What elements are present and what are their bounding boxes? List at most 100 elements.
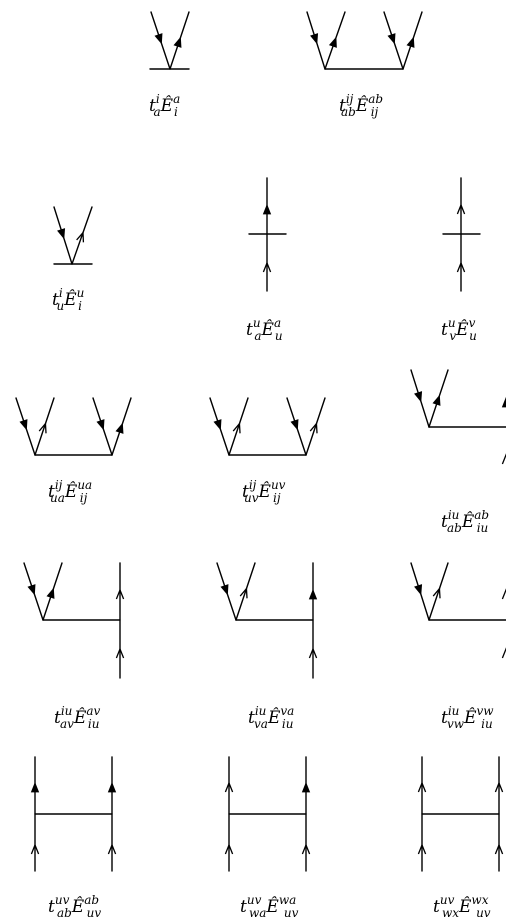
propagator-line — [305, 397, 326, 456]
diagram-t_vw_iu — [410, 562, 506, 659]
operator-sub: iu — [282, 717, 294, 731]
filled-arrow-head — [213, 419, 222, 431]
filled-arrow-head — [115, 422, 124, 434]
diagram-t_ua_ij — [15, 397, 132, 456]
amplitude-t: t — [441, 708, 448, 728]
amplitude-t: t — [441, 512, 448, 532]
amplitude-sub: ua — [50, 491, 65, 505]
amplitude-t: t — [248, 708, 255, 728]
operator-E: Ê — [458, 896, 472, 917]
amplitude-t: t — [48, 897, 55, 917]
amplitude-sup: ij — [249, 478, 257, 492]
amplitude-sup: ij — [55, 478, 63, 492]
diagram-t_va_iu — [216, 562, 318, 679]
open-arrow-head — [432, 586, 441, 599]
amplitude-t: t — [52, 290, 59, 310]
open-arrow-head — [309, 421, 318, 434]
operator-E: Ê — [461, 511, 475, 532]
diagram-t_u_i — [53, 206, 93, 265]
filled-arrow-head — [19, 419, 28, 431]
open-arrow-head — [224, 781, 234, 793]
diagram-t_wx_uv — [417, 756, 504, 872]
filled-arrow-head — [30, 781, 40, 793]
open-arrow-head — [501, 588, 506, 600]
open-arrow-head — [76, 230, 85, 243]
amplitude-t: t — [54, 708, 61, 728]
open-arrow-head — [232, 421, 241, 434]
operator-E: Ê — [63, 289, 77, 310]
open-arrow-head — [115, 647, 125, 659]
filled-arrow-head — [501, 396, 506, 408]
operator-E: Ê — [463, 707, 477, 728]
filled-arrow-head — [107, 781, 117, 793]
open-arrow-head — [262, 261, 272, 273]
open-arrow-head — [115, 588, 125, 600]
filled-arrow-head — [154, 33, 163, 45]
operator-sub: ij — [371, 105, 379, 119]
operator-sup: ab — [84, 893, 99, 907]
open-arrow-head — [456, 203, 466, 215]
filled-arrow-head — [290, 419, 299, 431]
amplitude-t: t — [149, 96, 156, 116]
operator-sup: a — [173, 92, 180, 106]
filled-arrow-head — [414, 584, 423, 596]
amplitude-sup: uv — [55, 893, 70, 907]
amplitude-sub: wa — [249, 906, 266, 920]
filled-arrow-head — [387, 33, 396, 45]
amplitude-sup: ij — [346, 92, 354, 106]
operator-sub: ij — [273, 491, 281, 505]
amplitude-sub: a — [153, 105, 160, 119]
operator-sup: av — [86, 704, 100, 718]
operator-sup: a — [274, 316, 281, 330]
amplitude-t: t — [339, 96, 346, 116]
amplitude-sup: iu — [255, 704, 267, 718]
filled-arrow-head — [308, 588, 318, 600]
amplitude-sub: uv — [244, 491, 259, 505]
propagator-line — [71, 206, 93, 265]
operator-E: Ê — [64, 481, 78, 502]
propagator-line — [235, 562, 256, 621]
amplitude-sup: iu — [448, 508, 460, 522]
amplitude-t: t — [48, 482, 55, 502]
amplitude-sup: uv — [247, 893, 262, 907]
operator-E: Ê — [265, 896, 279, 917]
operator-E: Ê — [267, 707, 281, 728]
operator-sub: uv — [87, 906, 102, 920]
open-arrow-head — [417, 781, 427, 793]
amplitude-t: t — [242, 482, 249, 502]
amplitude-t: t — [441, 320, 448, 340]
amplitude-sup: u — [448, 316, 456, 330]
amplitude-sub: a — [254, 329, 261, 343]
operator-E: Ê — [160, 95, 174, 116]
filled-arrow-head — [96, 419, 105, 431]
propagator-line — [34, 397, 55, 456]
amplitude-sub: ab — [341, 105, 356, 119]
operator-sub: i — [174, 105, 178, 119]
amplitude-sub: vw — [447, 717, 465, 731]
amplitude-sup: iu — [448, 704, 460, 718]
operator-sup: ab — [474, 508, 489, 522]
diagram-t_wa_uv — [224, 756, 311, 872]
propagator-line — [228, 397, 249, 456]
open-arrow-head — [494, 843, 504, 855]
operator-sub: ij — [80, 491, 88, 505]
open-arrow-head — [417, 843, 427, 855]
operator-E: Ê — [71, 896, 85, 917]
filled-arrow-head — [27, 584, 36, 596]
